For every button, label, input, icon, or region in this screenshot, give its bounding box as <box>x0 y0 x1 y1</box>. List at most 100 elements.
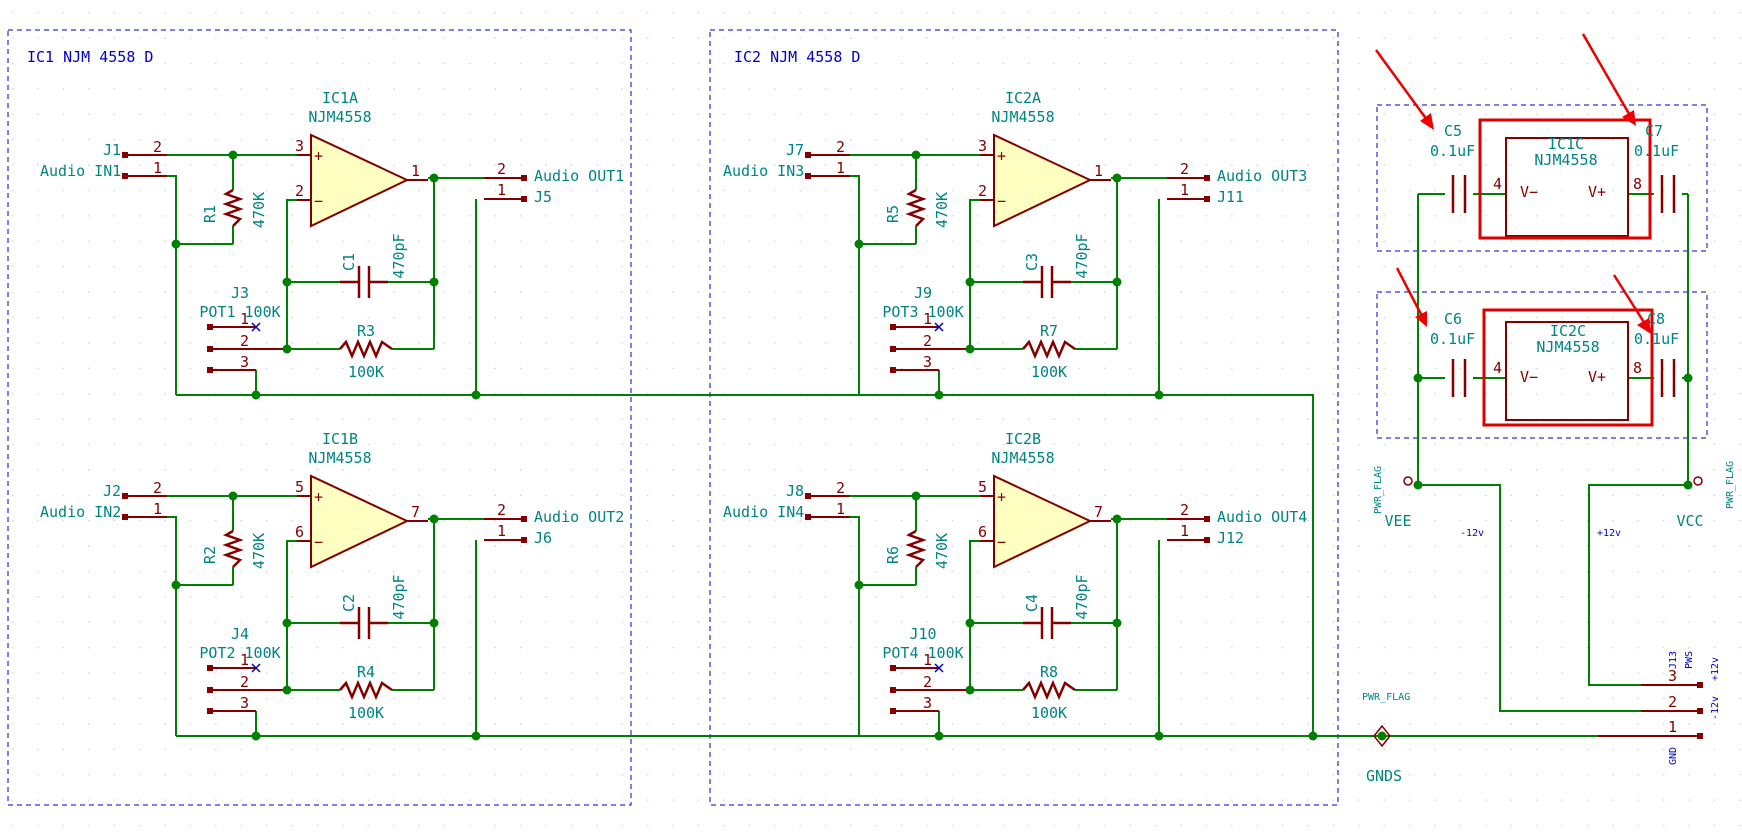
jin-label: Audio IN2 <box>40 503 121 521</box>
power-frame-ic2c <box>1376 291 1708 439</box>
c5-ref: C5 <box>1444 122 1462 140</box>
pot-label: POT4 100K <box>882 644 963 662</box>
pin-in-minus: 2 <box>295 182 304 200</box>
j13-pin2-pad <box>1697 708 1703 714</box>
annotation-arrow-c8 <box>1612 274 1649 328</box>
minus-sign: − <box>997 192 1006 210</box>
jin-pin2: 2 <box>836 479 845 497</box>
opamp-ref: IC2A <box>1005 89 1041 107</box>
jout-label: Audio OUT3 <box>1217 167 1307 185</box>
jin-pin2: 2 <box>153 479 162 497</box>
jin-ref: J1 <box>103 141 121 159</box>
sheet-title-ic2: IC2 NJM 4558 D <box>734 48 860 66</box>
jin-label: Audio IN4 <box>723 503 804 521</box>
stage-ic1b: IC1B NJM4558 5 6 7 + − J2 Audio IN2 2 1 … <box>40 430 624 742</box>
ic1c-pin4: 4 <box>1493 175 1502 193</box>
jout-label: Audio OUT1 <box>534 167 624 185</box>
c-ref: C1 <box>340 253 358 271</box>
annotation-arrow-c7 <box>1581 33 1634 120</box>
c-ref: C2 <box>340 594 358 612</box>
jout-pin1: 1 <box>1180 181 1189 199</box>
jout-pin1: 1 <box>497 522 506 540</box>
sheet-title-ic1: IC1 NJM 4558 D <box>27 48 153 66</box>
minus-sign: − <box>314 533 323 551</box>
opamp-ref: IC2B <box>1005 430 1041 448</box>
rf-ref: R4 <box>357 663 375 681</box>
plus-sign: + <box>314 488 323 506</box>
pin-out: 1 <box>411 162 420 180</box>
r-ref: R6 <box>884 546 902 564</box>
pwr-flag-vcc-label: PWR_FLAG <box>1725 461 1736 509</box>
jin-label: Audio IN3 <box>723 162 804 180</box>
j13-ref: J13 <box>1668 651 1679 669</box>
rf-ref: R7 <box>1040 322 1058 340</box>
pot-pin2: 2 <box>240 673 249 691</box>
jout-pin2: 2 <box>497 160 506 178</box>
stage-ic2a: IC2A NJM4558 3 2 1 + − J7 Audio IN3 2 1 … <box>723 89 1307 401</box>
ic2c-pin8: 8 <box>1633 359 1642 377</box>
vee-net-label: -12v <box>1460 528 1484 539</box>
ic2c-value: NJM4558 <box>1536 338 1599 356</box>
stage-ic1a: IC1A NJM4558 3 2 1 + − J1 Audio IN1 2 1 … <box>40 89 624 401</box>
pin-out: 7 <box>411 503 420 521</box>
ic1c-body <box>1505 137 1629 237</box>
jin-ref: J7 <box>786 141 804 159</box>
r-ref: R5 <box>884 205 902 223</box>
pin-out: 7 <box>1094 503 1103 521</box>
junction-vcc-c8 <box>1683 373 1693 383</box>
r-value: 470K <box>250 533 268 569</box>
c-value: 470pF <box>1073 233 1091 278</box>
r-ref: R2 <box>201 546 219 564</box>
annotation-arrow-c5 <box>1374 49 1432 125</box>
j13-sig1: GND <box>1668 747 1679 765</box>
annotation-arrowhead-c8 <box>1637 318 1651 334</box>
pot-pin2: 2 <box>240 332 249 350</box>
pot-ref: J9 <box>914 284 932 302</box>
pin-in-plus: 3 <box>295 137 304 155</box>
vcc-label: VCC <box>1676 512 1703 530</box>
opamp-ref: IC1A <box>322 89 358 107</box>
j13-pin3-pad <box>1697 682 1703 688</box>
pin-in-minus: 6 <box>295 523 304 541</box>
pin-in-minus: 2 <box>978 182 987 200</box>
pot-pin2: 2 <box>923 332 932 350</box>
junction-gnd <box>1308 731 1318 741</box>
ic1c-vplus: V+ <box>1588 183 1606 201</box>
jout-pin2: 2 <box>1180 160 1189 178</box>
pin-in-plus: 3 <box>978 137 987 155</box>
pot-pin3: 3 <box>923 694 932 712</box>
vee-symbol-icon <box>1403 476 1413 486</box>
pot-pin1: 1 <box>240 310 249 328</box>
c-ref: C4 <box>1023 594 1041 612</box>
plus-sign: + <box>997 147 1006 165</box>
ic2c-vplus: V+ <box>1588 368 1606 386</box>
vcc-net-label: +12v <box>1597 528 1621 539</box>
opamp-value: NJM4558 <box>308 449 371 467</box>
r-ref: R1 <box>201 205 219 223</box>
pot-pin1: 1 <box>923 310 932 328</box>
pot-label: POT2 100K <box>199 644 280 662</box>
pot-ref: J10 <box>909 625 936 643</box>
jout-ref: J5 <box>534 188 552 206</box>
stage-ic2b: IC2B NJM4558 5 6 7 + − J8 Audio IN4 2 1 … <box>723 430 1307 742</box>
annotation-arrow-c6 <box>1395 267 1426 321</box>
r-value: 470K <box>933 192 951 228</box>
pin-out: 1 <box>1094 162 1103 180</box>
ic1c-vminus: V− <box>1520 183 1538 201</box>
rf-value: 100K <box>1031 704 1067 722</box>
sheet-frame-ic1 <box>7 29 632 806</box>
annotation-arrowhead-c7 <box>1622 110 1636 126</box>
power-frame-ic1c <box>1376 104 1708 252</box>
j13-pin1-pad <box>1697 733 1703 739</box>
ic1c-value: NJM4558 <box>1534 151 1597 169</box>
jin-pin1: 1 <box>153 500 162 518</box>
vcc-symbol-icon <box>1693 476 1703 486</box>
pin-in-minus: 6 <box>978 523 987 541</box>
jout-pin2: 2 <box>1180 501 1189 519</box>
jout-pin1: 1 <box>497 181 506 199</box>
pot-pin3: 3 <box>240 353 249 371</box>
ic1c-pin8: 8 <box>1633 175 1642 193</box>
jin-pin1: 1 <box>153 159 162 177</box>
c-value: 470pF <box>390 233 408 278</box>
